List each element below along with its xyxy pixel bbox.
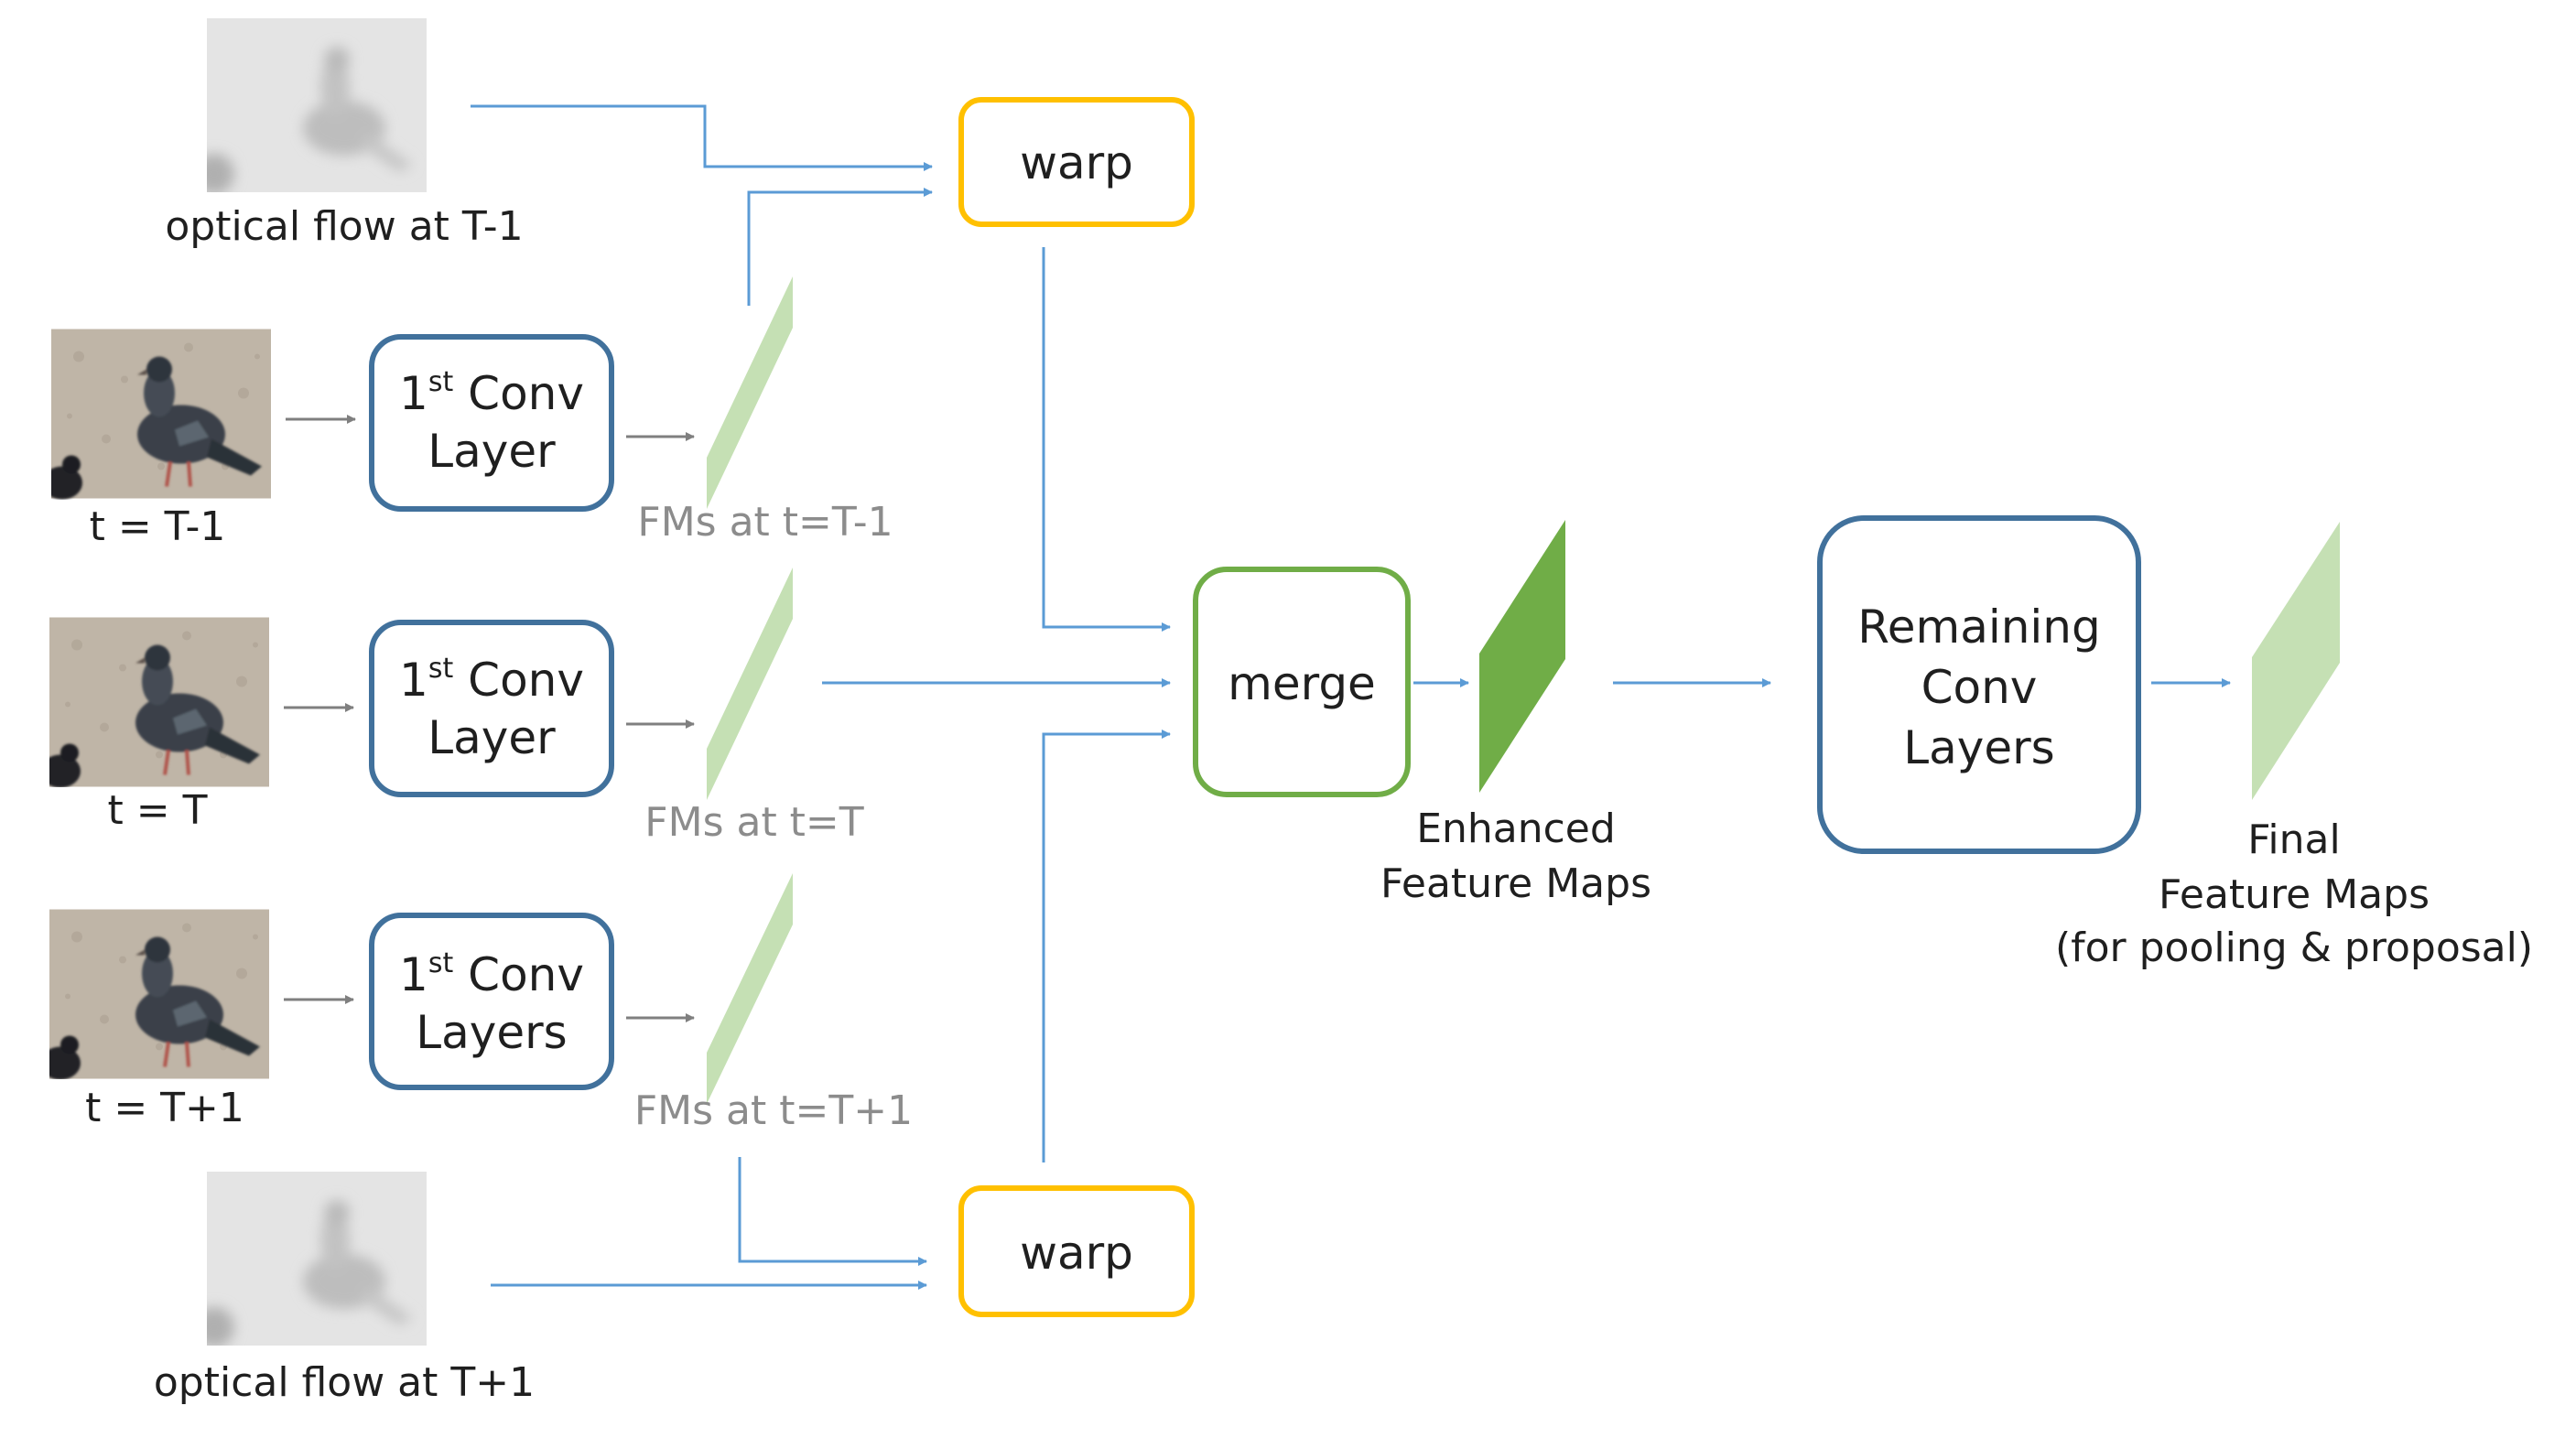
arrow-warp-bottom-to-merge — [1042, 730, 1171, 1162]
warp-top-label: warp — [1020, 136, 1133, 189]
remaining-line2: Conv — [1921, 661, 2038, 714]
frame-prev-caption: t = T-1 — [90, 503, 226, 550]
warp-top: warp — [958, 97, 1195, 227]
connectors — [471, 104, 2231, 1290]
conv-layer-prev-line2: Layer — [428, 425, 556, 478]
warp-top-box — [958, 97, 1195, 227]
final-label-line3: (for pooling & proposal) — [2055, 924, 2533, 971]
conv-layer-current-line2: Layer — [428, 711, 556, 764]
conv-layer-box-prev — [369, 334, 614, 512]
arrow-fm-next-to-warp — [738, 1157, 927, 1266]
merge: merge — [1193, 567, 1411, 797]
enhanced-label-line2: Feature Maps — [1380, 860, 1651, 907]
optical-flow-prev-caption: optical flow at T-1 — [165, 203, 523, 250]
merge-label: merge — [1228, 657, 1376, 710]
fm-next-label: FMs at t=T+1 — [634, 1087, 913, 1134]
conv-layer-current-line1: 1st Conv — [399, 653, 584, 707]
conv-layer-box-next — [369, 913, 614, 1090]
conv-layer-prev-line1: 1st Conv — [399, 366, 584, 420]
warp-bottom: warp — [958, 1185, 1195, 1317]
feature-map-current — [707, 568, 793, 800]
frame-current-caption: t = T — [108, 787, 208, 834]
enhanced-feature-maps: Enhanced Feature Maps — [1380, 520, 1651, 907]
merge-box — [1193, 567, 1411, 797]
enhanced-feature-map-shape — [1479, 520, 1565, 793]
feature-map-next — [707, 873, 793, 1104]
arrow-flow-prev-to-warp — [471, 104, 933, 171]
fm-current-label: FMs at t=T — [644, 799, 864, 846]
optical-flow-next: optical flow at T+1 — [154, 1172, 535, 1406]
frame-next-image — [40, 910, 269, 1080]
fm-prev-label: FMs at t=T-1 — [637, 499, 893, 546]
frame-current-image — [40, 618, 269, 788]
feature-map-prev — [707, 276, 793, 509]
optical-flow-next-image — [194, 1172, 427, 1347]
arrow-fm-prev-to-warp — [747, 188, 933, 306]
conv-layer-next-line2: Layers — [416, 1006, 567, 1059]
arrow-warp-top-to-merge — [1042, 247, 1171, 632]
enhanced-label-line1: Enhanced — [1416, 805, 1616, 852]
final-feature-map-shape — [2252, 522, 2340, 800]
final-feature-maps: Final Feature Maps (for pooling & propos… — [2055, 522, 2533, 971]
optical-flow-next-caption: optical flow at T+1 — [154, 1359, 535, 1406]
frame-row-next: t = T+1 1st Conv Layers FMs at t=T+1 — [40, 873, 913, 1134]
optical-flow-prev-image — [194, 18, 427, 194]
final-label-line1: Final — [2247, 816, 2340, 863]
warp-bottom-label: warp — [1020, 1227, 1133, 1280]
conv-layer-box-current — [369, 620, 614, 797]
optical-flow-prev: optical flow at T-1 — [165, 18, 524, 250]
warp-bottom-box — [958, 1185, 1195, 1317]
remaining-line1: Remaining — [1857, 600, 2101, 654]
frame-next-caption: t = T+1 — [85, 1085, 244, 1131]
frame-row-prev: t = T-1 1st Conv Layer FMs at t=T-1 — [42, 276, 893, 550]
remaining-conv-layers: Remaining Conv Layers — [1817, 515, 2141, 854]
conv-layer-next-line1: 1st Conv — [399, 947, 584, 1001]
final-label-line2: Feature Maps — [2159, 871, 2430, 918]
remaining-line3: Layers — [1903, 721, 2054, 774]
frame-row-current: t = T 1st Conv Layer FMs at t=T — [40, 568, 864, 846]
remaining-conv-box — [1817, 515, 2141, 854]
frame-prev-image — [42, 330, 271, 500]
